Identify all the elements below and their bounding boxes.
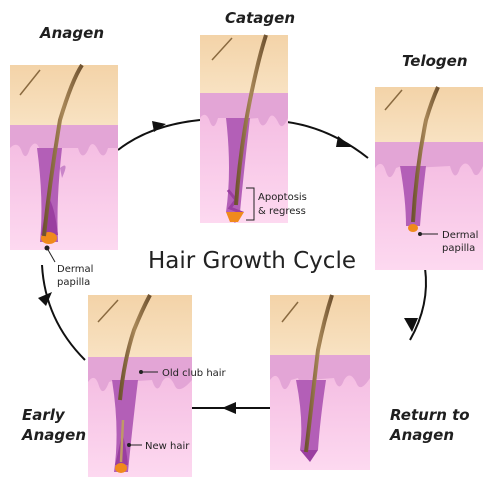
new-hair <box>119 419 125 463</box>
stage-label-return-1: Return to <box>390 406 470 424</box>
old-club-hair <box>118 294 152 401</box>
panel-anagen <box>10 63 118 263</box>
panel-catagen <box>200 34 288 223</box>
anagen-papilla-label-1: Dermal <box>57 264 93 275</box>
arrowhead-3 <box>404 318 418 332</box>
old-club-hair-label: Old club hair <box>162 368 227 379</box>
panel-early-anagen <box>88 294 192 477</box>
catagen-note-2: & regress <box>258 206 306 217</box>
stage-label-return-2: Anagen <box>389 426 454 444</box>
stage-label-early-1: Early <box>22 406 66 424</box>
skin-surface <box>10 65 118 125</box>
arrowhead-5 <box>38 292 52 306</box>
telogen-papilla-label-1: Dermal <box>442 230 478 241</box>
stage-label-anagen: Anagen <box>39 24 104 42</box>
new-hair-label: New hair <box>145 441 190 452</box>
stage-label-catagen: Catagen <box>225 9 295 27</box>
hair-shaft <box>42 63 84 237</box>
regressing-papilla <box>226 212 244 222</box>
arrowhead-4 <box>222 402 236 414</box>
panel-return-to-anagen <box>270 294 370 470</box>
dermal-papilla <box>408 224 418 232</box>
anagen-papilla-label-2: papilla <box>57 277 90 288</box>
arrowhead-2 <box>336 136 352 147</box>
arrowhead-1 <box>152 121 166 132</box>
catagen-note-1: Apoptosis <box>258 192 307 203</box>
new-papilla <box>115 463 127 473</box>
arrow-catagen-to-telogen <box>286 121 369 159</box>
stage-label-early-2: Anagen <box>21 426 86 444</box>
diagram-title: Hair Growth Cycle <box>148 248 356 274</box>
panel-telogen <box>375 86 483 270</box>
telogen-papilla-label-2: papilla <box>442 243 475 254</box>
stage-label-telogen: Telogen <box>402 52 468 70</box>
arrow-early-to-anagen <box>41 264 86 361</box>
epidermis-ridges <box>10 125 118 157</box>
cycle-arrows <box>38 119 427 414</box>
arrow-telogen-to-return <box>409 267 427 341</box>
